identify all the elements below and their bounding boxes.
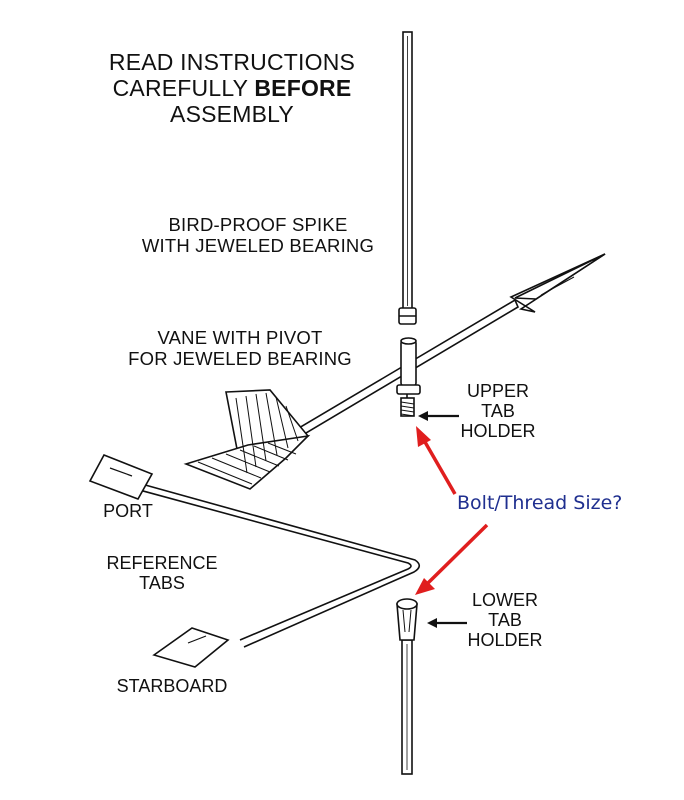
vane-tail-fins bbox=[183, 389, 311, 490]
reference-tabs-label: REFERENCE TABS bbox=[82, 553, 242, 593]
spike-label-line-1: BIRD-PROOF SPIKE bbox=[168, 214, 348, 235]
title-line-2-prefix: CAREFULLY bbox=[112, 74, 255, 101]
spike-label: BIRD-PROOF SPIKE WITH JEWELED BEARING bbox=[108, 214, 408, 256]
port-tab bbox=[88, 453, 154, 500]
bolt-thread-size-annotation: Bolt/Thread Size? bbox=[457, 492, 623, 514]
title-line-1: READ INSTRUCTIONS bbox=[108, 49, 356, 75]
starboard-tab bbox=[152, 627, 230, 668]
bird-proof-spike bbox=[398, 31, 417, 325]
vane-pivot bbox=[396, 337, 421, 417]
annotation-arrows bbox=[415, 426, 489, 595]
vane-arrowhead bbox=[509, 253, 606, 313]
lower-label-line-1: LOWER bbox=[471, 590, 538, 610]
upper-tab-holder-label: UPPER TAB HOLDER bbox=[446, 381, 550, 441]
title-before-emphasis: BEFORE bbox=[254, 74, 352, 101]
vane-label-line-1: VANE WITH PIVOT bbox=[157, 327, 323, 348]
tab-holder-arrows bbox=[418, 411, 467, 628]
reference-label-line-1: REFERENCE bbox=[106, 553, 218, 573]
reference-tab-wire bbox=[119, 477, 421, 648]
vane-label-line-2: FOR JEWELED BEARING bbox=[128, 347, 352, 369]
vane-label: VANE WITH PIVOT FOR JEWELED BEARING bbox=[95, 327, 385, 369]
spike-label-line-2: WITH JEWELED BEARING bbox=[141, 234, 375, 256]
instructions-title: READ INSTRUCTIONS CAREFULLY BEFORE ASSEM… bbox=[62, 49, 402, 127]
lower-label-line-2: TAB bbox=[488, 610, 522, 631]
starboard-label: STARBOARD bbox=[116, 676, 228, 696]
lower-label-line-3: HOLDER bbox=[467, 630, 543, 651]
reference-label-line-2: TABS bbox=[139, 573, 185, 594]
lower-tab-holder-label: LOWER TAB HOLDER bbox=[453, 590, 557, 650]
port-label: PORT bbox=[103, 501, 153, 521]
title-line-2: CAREFULLY BEFORE bbox=[62, 74, 402, 102]
title-line-3: ASSEMBLY bbox=[170, 100, 294, 127]
upper-label-line-2: TAB bbox=[481, 401, 515, 422]
upper-label-line-3: HOLDER bbox=[460, 421, 536, 442]
lower-tab-holder-post bbox=[396, 598, 418, 775]
upper-label-line-1: UPPER bbox=[466, 381, 529, 401]
